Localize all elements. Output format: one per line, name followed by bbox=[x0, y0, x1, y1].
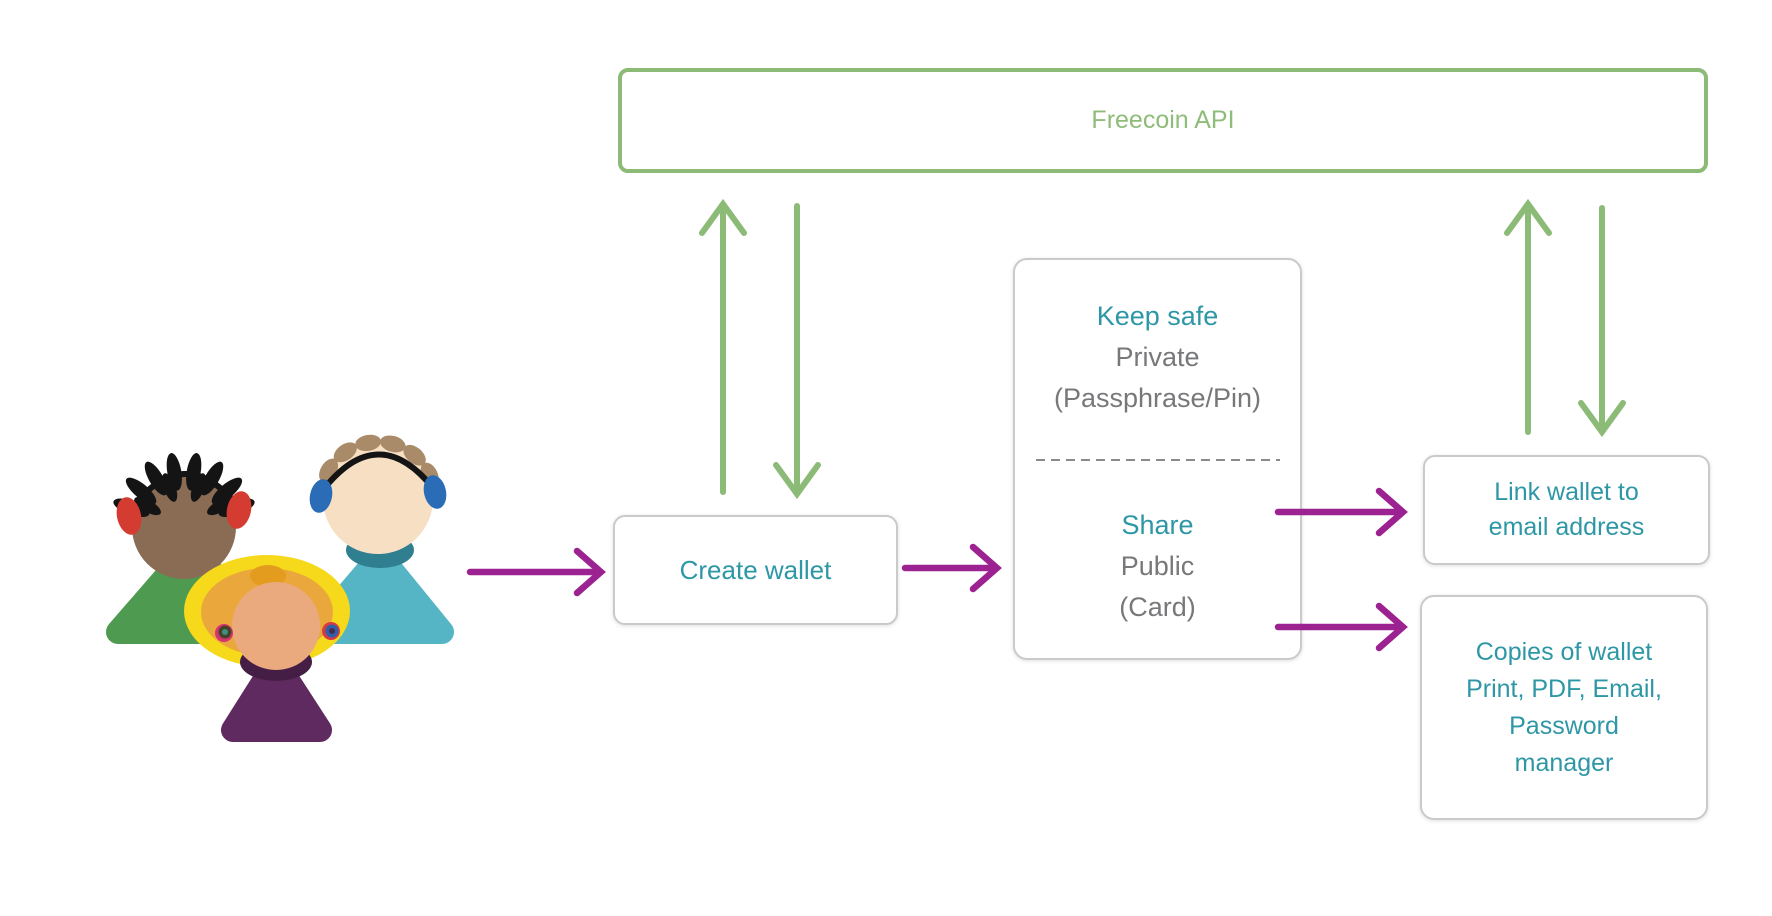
arrow-up-link-to-api-icon bbox=[1504, 198, 1552, 435]
arrow-create-to-keep-safe-icon bbox=[901, 543, 1002, 593]
user-center bbox=[184, 555, 350, 742]
passphrase-pin-label: (Passphrase/Pin) bbox=[1053, 383, 1262, 413]
three-users-illustration-icon bbox=[106, 434, 454, 742]
arrow-up-create-to-api-icon bbox=[699, 198, 747, 495]
copies-of-wallet-box: Copies of wallet Print, PDF, Email, Pass… bbox=[1420, 595, 1708, 820]
card-label: (Card) bbox=[1119, 592, 1196, 622]
arrow-down-api-to-create-icon bbox=[773, 203, 821, 500]
copies-line1: Copies of wallet bbox=[1475, 637, 1653, 666]
link-wallet-line1: Link wallet to bbox=[1494, 478, 1639, 506]
copies-line2: Print, PDF, Email, bbox=[1466, 674, 1662, 703]
public-label: Public bbox=[1120, 551, 1195, 581]
earring-left bbox=[215, 624, 233, 642]
create-wallet-label: Create wallet bbox=[679, 554, 832, 585]
keep-safe-share-box: Keep safe Private (Passphrase/Pin) Share… bbox=[1013, 258, 1302, 660]
create-wallet-box: Create wallet bbox=[613, 515, 898, 625]
link-wallet-line2: email address bbox=[1488, 513, 1645, 541]
arrow-users-to-create-wallet-icon bbox=[466, 547, 606, 597]
copies-line4: manager bbox=[1514, 748, 1614, 777]
keep-safe-title: Keep safe bbox=[1096, 301, 1219, 331]
private-label: Private bbox=[1115, 342, 1200, 372]
earring-right bbox=[322, 622, 340, 640]
copies-line3: Password bbox=[1509, 711, 1619, 740]
link-wallet-box: Link wallet to email address bbox=[1423, 455, 1710, 565]
share-title: Share bbox=[1121, 510, 1194, 540]
freecoin-api-label: Freecoin API bbox=[1091, 106, 1235, 134]
freecoin-api-box: Freecoin API bbox=[618, 68, 1708, 173]
private-public-divider bbox=[1035, 459, 1280, 461]
arrow-down-api-to-link-icon bbox=[1578, 205, 1626, 438]
